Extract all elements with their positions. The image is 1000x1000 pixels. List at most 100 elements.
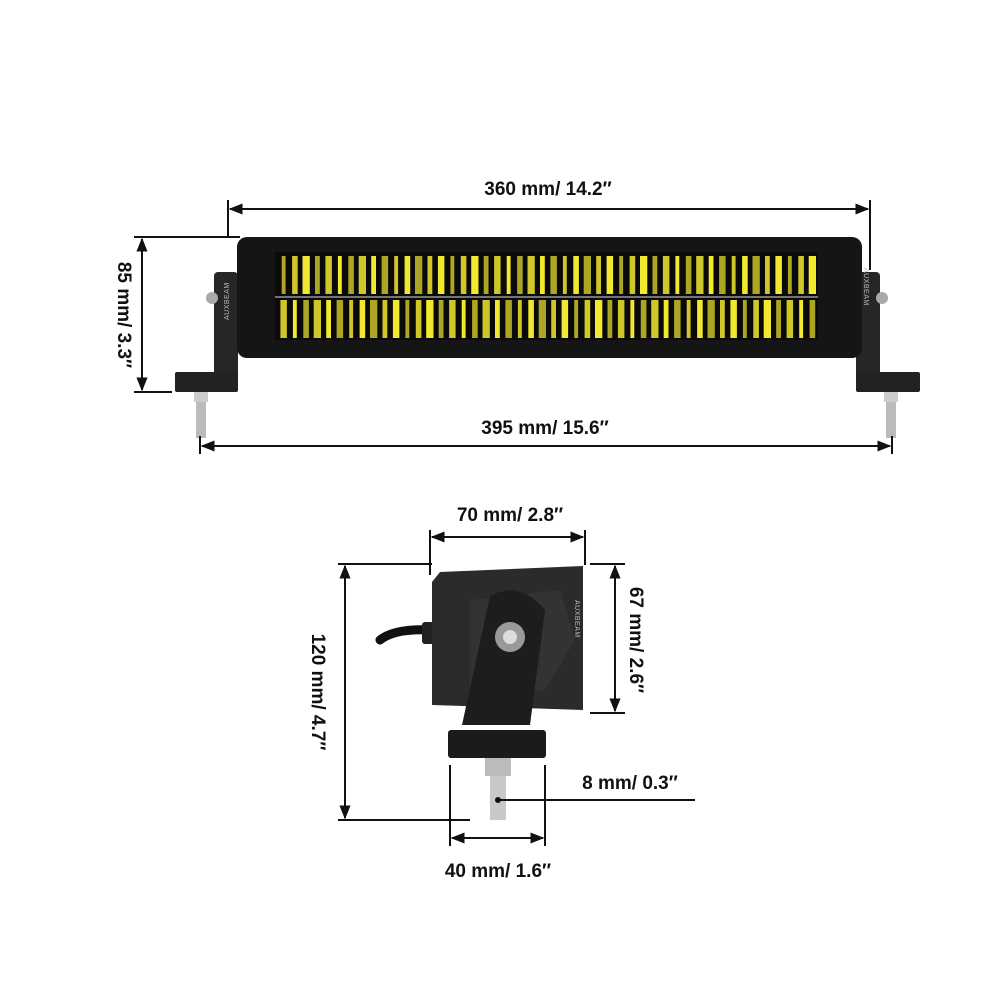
led-segment — [538, 300, 546, 338]
label-bolt: 8 mm/ 0.3″ — [582, 773, 678, 794]
led-segment — [742, 256, 748, 294]
led-segment — [394, 256, 399, 294]
led-segment — [528, 300, 534, 338]
led-segment — [460, 256, 467, 294]
led-segment — [561, 300, 569, 338]
led-segment — [752, 256, 760, 294]
light-bar-side-view: AUXBEAM — [375, 566, 583, 820]
led-segment — [651, 300, 659, 338]
led-segment — [573, 256, 579, 294]
led-segment — [381, 256, 389, 294]
right-mount-bracket: AUXBEAM — [856, 268, 920, 438]
led-segment — [348, 256, 354, 294]
led-segment — [471, 256, 479, 294]
led-segment — [786, 300, 794, 338]
led-segment — [606, 256, 614, 294]
led-segment — [337, 256, 342, 294]
led-segment — [663, 300, 669, 338]
led-segment — [358, 256, 366, 294]
led-segment — [551, 300, 556, 338]
led-segment — [753, 300, 759, 338]
led-segment — [450, 256, 455, 294]
brand-logo: AUXBEAM — [573, 600, 580, 638]
led-segment — [302, 256, 310, 294]
led-segment — [370, 300, 378, 338]
led-segment — [697, 300, 703, 338]
led-segment — [675, 256, 680, 294]
led-segment — [392, 300, 400, 338]
label-depth: 70 mm/ 2.8″ — [457, 505, 563, 526]
label-housing-height: 67 mm/ 2.6″ — [625, 587, 646, 693]
led-segment — [763, 300, 771, 338]
led-segment — [808, 256, 816, 294]
led-segment — [674, 300, 681, 338]
brand-logo: AUXBEAM — [224, 282, 231, 320]
led-segment — [482, 300, 490, 338]
led-segment — [720, 300, 725, 338]
led-segment — [596, 256, 601, 294]
led-segment — [775, 256, 782, 294]
led-segment — [809, 300, 816, 338]
led-segment — [405, 300, 410, 338]
led-segment — [787, 256, 792, 294]
led-segment — [630, 300, 635, 338]
led-segment — [550, 256, 557, 294]
led-segment — [595, 300, 603, 338]
led-segment — [652, 256, 658, 294]
led-segment — [281, 256, 286, 294]
led-segment — [517, 300, 522, 338]
label-lens-width: 360 mm/ 14.2″ — [484, 179, 611, 200]
led-segment — [303, 300, 309, 338]
led-segment — [506, 256, 511, 294]
led-segment — [415, 256, 423, 294]
side-bracket — [462, 590, 545, 725]
led-segment — [765, 256, 770, 294]
brand-logo: AUXBEAM — [862, 268, 869, 306]
led-segment — [686, 300, 691, 338]
led-segment — [583, 256, 591, 294]
led-segment — [629, 256, 636, 294]
left-mount-bracket: AUXBEAM — [175, 272, 238, 438]
led-segment — [719, 256, 726, 294]
led-segment — [731, 256, 736, 294]
led-segment — [313, 300, 321, 338]
led-segment — [461, 300, 466, 338]
led-segment — [685, 256, 692, 294]
led-segment — [359, 300, 366, 338]
led-segment — [798, 256, 804, 294]
led-segment — [472, 300, 478, 338]
led-segment — [404, 256, 411, 294]
led-segment — [494, 256, 501, 294]
label-height: 85 mm/ 3.3″ — [113, 262, 134, 368]
led-segment — [349, 300, 354, 338]
led-segment — [280, 300, 287, 338]
led-segment — [776, 300, 781, 338]
led-segment — [382, 300, 388, 338]
led-segment — [325, 256, 332, 294]
led-segment — [495, 300, 500, 338]
led-segment — [707, 300, 715, 338]
dimension-housing-height: 67 mm/ 2.6″ — [590, 563, 646, 714]
led-segment — [292, 256, 298, 294]
led-segment — [426, 300, 434, 338]
led-segment — [584, 300, 591, 338]
dimension-depth: 70 mm/ 2.8″ — [429, 505, 586, 575]
dimension-overall-width: 395 mm/ 15.6″ — [199, 418, 893, 454]
led-segment — [607, 300, 613, 338]
dimension-bracket-width: 40 mm/ 1.6″ — [445, 765, 551, 882]
dimension-height: 85 mm/ 3.3″ — [113, 236, 240, 393]
led-segment — [540, 256, 545, 294]
led-segment — [742, 300, 747, 338]
led-segment — [619, 256, 624, 294]
label-overall-height: 120 mm/ 4.7″ — [307, 634, 328, 751]
dimension-overall-height: 120 mm/ 4.7″ — [307, 563, 470, 821]
led-segment — [640, 300, 647, 338]
led-segment — [527, 256, 535, 294]
led-segment — [562, 256, 567, 294]
led-segment — [696, 256, 704, 294]
led-segment — [292, 300, 297, 338]
led-segment — [449, 300, 456, 338]
led-segment — [483, 256, 489, 294]
